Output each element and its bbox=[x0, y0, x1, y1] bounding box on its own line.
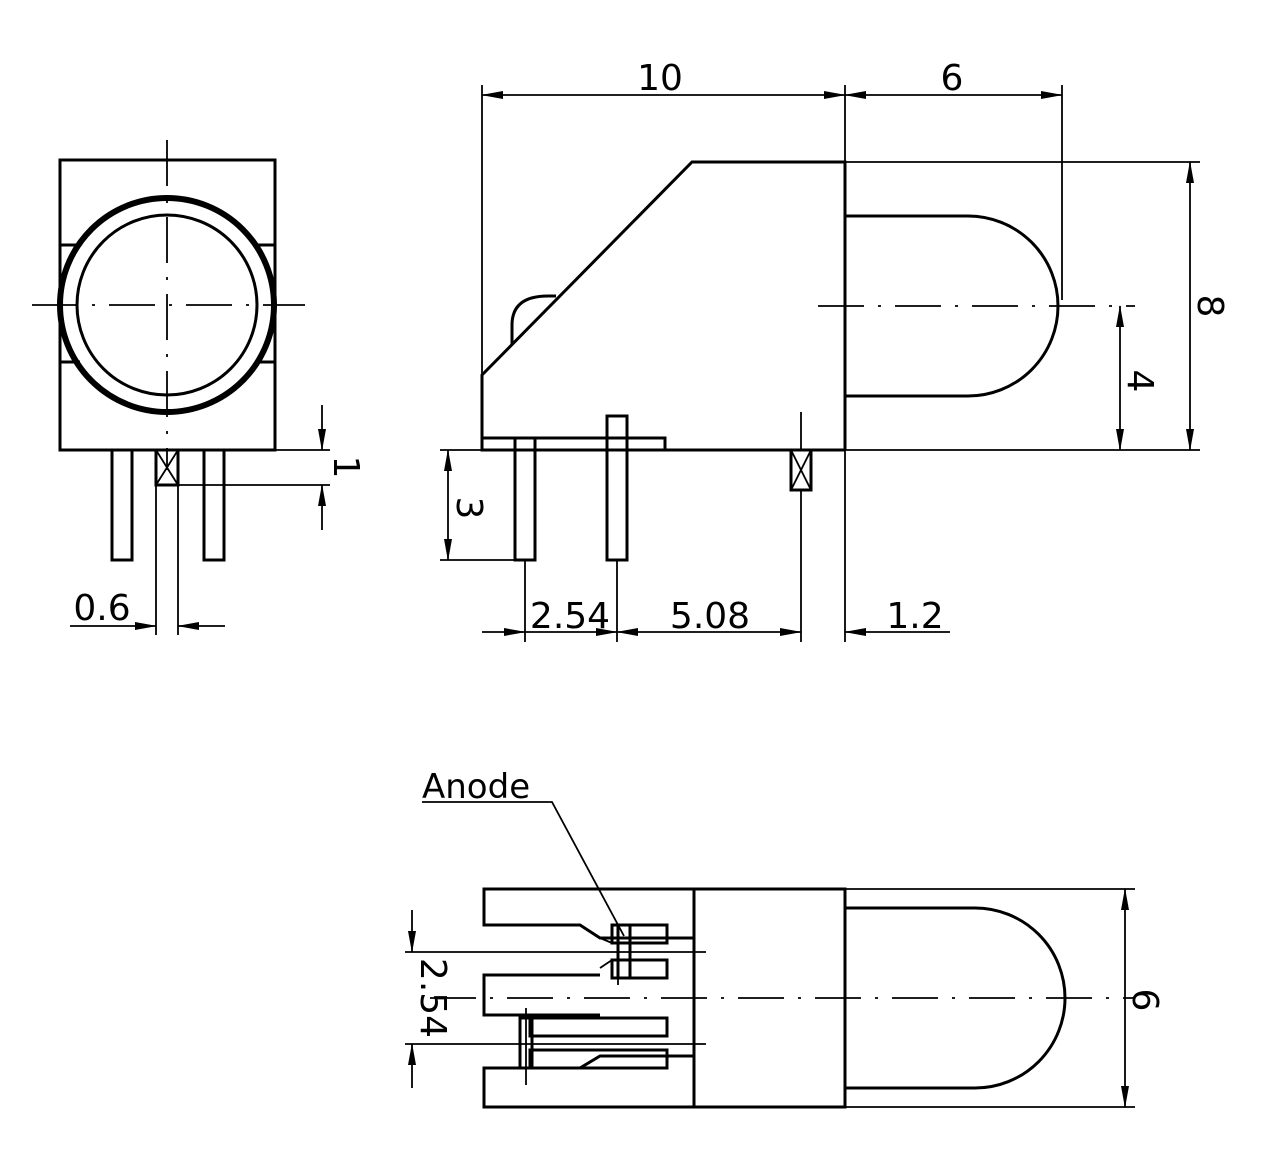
side-base-plate bbox=[480, 436, 667, 452]
bottom-view: 6 2.54 Anode bbox=[405, 767, 1165, 1109]
body-length-label: 10 bbox=[637, 58, 683, 99]
bottom-slot-edge bbox=[599, 937, 613, 944]
front-pin-right bbox=[202, 448, 226, 562]
bottom-pin-pad-lower bbox=[528, 1016, 669, 1038]
bottom-width-label: 6 bbox=[1124, 989, 1165, 1012]
pin-width-dimension-label: 0.6 bbox=[73, 588, 130, 629]
front-view: 1 0.6 bbox=[32, 140, 366, 635]
bottom-pitch-label: 2.54 bbox=[412, 958, 453, 1038]
side-pin-anode bbox=[513, 436, 537, 562]
bottom-rear-upper bbox=[482, 887, 694, 940]
side-body-outline bbox=[480, 160, 847, 450]
lens-length-label: 6 bbox=[941, 58, 964, 99]
side-latch-bump bbox=[510, 294, 556, 345]
pitch-1-label: 2.54 bbox=[530, 596, 610, 637]
front-standoff-peg bbox=[154, 448, 180, 487]
pin-offset-label: 1.2 bbox=[886, 596, 943, 637]
pin-length-label: 3 bbox=[448, 497, 489, 520]
bottom-pin-pad-lower bbox=[528, 1048, 669, 1070]
standoff-dimension-label: 1 bbox=[325, 456, 366, 479]
front-pin-left bbox=[110, 448, 134, 562]
anode-leader-line bbox=[422, 801, 625, 937]
bottom-pin-pad-upper bbox=[610, 923, 669, 945]
side-peg-cross bbox=[790, 449, 812, 491]
height-label: 8 bbox=[1189, 295, 1230, 318]
bottom-pin-pad-upper bbox=[610, 958, 669, 980]
pitch-2-label: 5.08 bbox=[670, 596, 750, 637]
bottom-slot-edge bbox=[599, 959, 613, 969]
side-view: 10 6 8 4 3 2.54 5.08 1.2 bbox=[440, 58, 1230, 642]
front-peg-cross bbox=[155, 449, 179, 486]
anode-label: Anode bbox=[422, 767, 530, 807]
axis-height-label: 4 bbox=[1119, 370, 1160, 393]
bottom-rear-middle bbox=[482, 973, 600, 1017]
side-lens-outline bbox=[845, 214, 1060, 398]
bottom-rear-lower bbox=[482, 1054, 694, 1109]
